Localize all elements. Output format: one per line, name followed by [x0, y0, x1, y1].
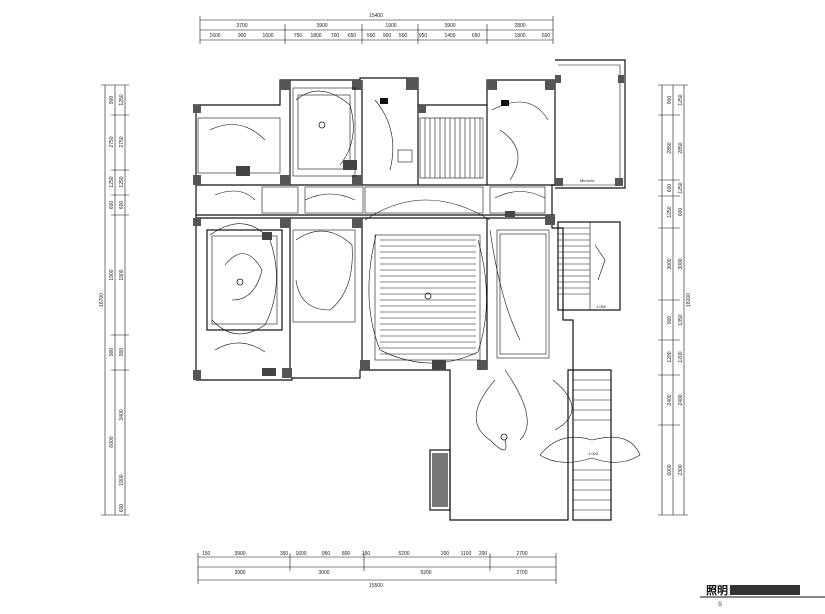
bottom-dim: 950 — [322, 551, 331, 557]
bottom-dim: 350 — [280, 551, 289, 557]
bottom-dim: 1100 — [461, 551, 472, 557]
top-dim: 3700 — [236, 23, 247, 29]
top-dim: 1800 — [514, 33, 525, 39]
title-block: 照明 S — [700, 584, 825, 608]
right-dim: 600 — [667, 184, 673, 193]
left-dim: 600 — [109, 201, 115, 210]
top-dim: 3900 — [444, 23, 455, 29]
right-dim: 3000 — [678, 258, 684, 269]
top-dim: 900 — [383, 33, 392, 39]
top-dim: 650 — [348, 33, 357, 39]
top-overall-dim: 15400 — [369, 13, 383, 19]
right-dim: 900 — [667, 316, 673, 325]
right-dimensions: 18100 900 2850 600 1250 3000 900 1200 24… — [658, 84, 692, 516]
drawing-subtitle: S — [718, 602, 722, 608]
right-dim: 2400 — [678, 394, 684, 405]
right-dim: 1250 — [678, 94, 684, 105]
balcony-label: Mirror/cl — [580, 178, 595, 183]
left-dim: 1250 — [119, 94, 125, 105]
right-overall-dim: 18100 — [686, 293, 692, 307]
top-dim: 900 — [238, 33, 247, 39]
left-dim: 900 — [109, 348, 115, 357]
top-dim: 2800 — [514, 23, 525, 29]
top-dim: 700 — [331, 33, 340, 39]
drawing-title: 照明 — [706, 584, 728, 597]
ceiling-features — [197, 87, 550, 361]
staircase-upper: 1.050 — [557, 221, 621, 311]
bottom-dim: 150 — [202, 551, 211, 557]
top-dim: 500 — [399, 33, 408, 39]
top-dim: 750 — [294, 33, 303, 39]
left-dim: 1900 — [109, 269, 115, 280]
walls — [193, 59, 626, 521]
bottom-overall-dim: 15500 — [369, 583, 383, 589]
top-dimensions: 15400 3700 3900 1900 3900 2800 1600 900 … — [199, 13, 554, 44]
bottom-dim: 5200 — [420, 570, 431, 576]
bottom-dimensions: 150 3900 350 1600 950 5200 2700 800 150 … — [197, 551, 557, 589]
top-dim: 500 — [367, 33, 376, 39]
left-overall-dim: 16700 — [99, 293, 105, 307]
right-dim: 2850 — [678, 142, 684, 153]
bottom-dim: 3000 — [318, 570, 329, 576]
bottom-dim: 2700 — [516, 570, 527, 576]
bottom-dim: 1600 — [295, 551, 306, 557]
bottom-dim: 200 — [479, 551, 488, 557]
right-dim: 2400 — [667, 394, 673, 405]
bottom-dim: 3900 — [234, 551, 245, 557]
left-dim: 1250 — [109, 176, 115, 187]
top-dim: 1900 — [385, 23, 396, 29]
bottom-dim: 2700 — [516, 551, 527, 557]
right-dim: 1350 — [678, 314, 684, 325]
left-dim: 600 — [119, 504, 125, 513]
left-dim: 6000 — [109, 436, 115, 447]
slats — [380, 239, 476, 355]
top-dim: 1800 — [310, 33, 321, 39]
left-dim: 3400 — [119, 409, 125, 420]
bottom-dim: 5200 — [398, 551, 409, 557]
fixtures — [236, 98, 515, 441]
right-dim: 2300 — [678, 464, 684, 475]
left-dimensions: 16700 900 2750 1250 600 1900 900 6000 12… — [99, 84, 129, 516]
top-dim: 600 — [542, 33, 551, 39]
right-dim: 1250 — [667, 206, 673, 217]
right-dim: 600 — [678, 208, 684, 217]
top-dim: 1600 — [262, 33, 273, 39]
bottom-dim: 800 — [342, 551, 351, 557]
top-dim: 950 — [419, 33, 428, 39]
top-dim: 3900 — [316, 23, 327, 29]
top-dim: 1600 — [209, 33, 220, 39]
right-dim: 3000 — [667, 258, 673, 269]
left-dim: 900 — [119, 348, 125, 357]
bottom-dim: 3900 — [234, 570, 245, 576]
left-dim: 2750 — [119, 136, 125, 147]
right-dim: 1250 — [678, 182, 684, 193]
stair-level-label: 1.050 — [596, 304, 607, 309]
left-dim: 1900 — [119, 474, 125, 485]
left-dim: 1900 — [119, 269, 125, 280]
left-dim: 900 — [109, 96, 115, 105]
left-dim: 600 — [119, 201, 125, 210]
right-dim: 1200 — [667, 351, 673, 362]
stair-level-label: 1.000 — [588, 451, 599, 456]
title-redaction-block — [730, 585, 800, 595]
top-dim: 650 — [472, 33, 481, 39]
right-dim: 1200 — [678, 351, 684, 362]
right-dim: 2850 — [667, 142, 673, 153]
bottom-dim: 200 — [441, 551, 450, 557]
top-dim: 1400 — [444, 33, 455, 39]
right-dim: 6000 — [667, 464, 673, 475]
wiring — [209, 90, 573, 451]
left-dim: 1250 — [119, 176, 125, 187]
bottom-dim: 150 — [362, 551, 371, 557]
left-dim: 2750 — [109, 136, 115, 147]
right-dim: 900 — [667, 96, 673, 105]
staircase-lower: 1.000 — [539, 369, 641, 521]
foyer-panel — [429, 449, 451, 511]
